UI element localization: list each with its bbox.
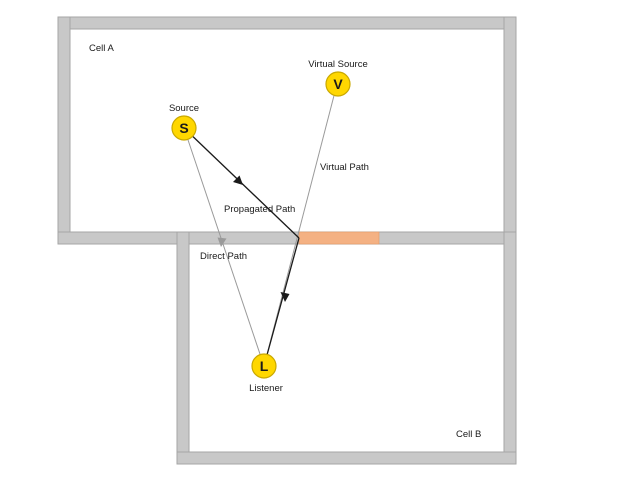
shared-wall xyxy=(57,231,517,245)
direct-path-arrow xyxy=(217,237,227,247)
portal-opening xyxy=(298,231,380,245)
virtual-source-letter: V xyxy=(333,76,343,92)
cell-b-right-wall xyxy=(503,231,517,465)
room-walls xyxy=(57,16,517,465)
listener-node: L Listener xyxy=(249,353,283,394)
direct-path-label: Direct Path xyxy=(200,251,247,262)
cell-a-left-wall xyxy=(57,16,71,245)
cell-a-top-wall xyxy=(57,16,517,30)
propagated-path-label: Propagated Path xyxy=(224,204,295,215)
source-circle xyxy=(171,115,197,141)
virtual-path-label: Virtual Path xyxy=(320,162,369,173)
propagated-path-arrow-2 xyxy=(280,292,290,302)
virtual-source-circle xyxy=(325,71,351,97)
virtual-path-line xyxy=(263,83,338,367)
direct-path-line xyxy=(183,127,265,367)
source-label: Source xyxy=(169,103,199,114)
virtual-source-label: Virtual Source xyxy=(308,59,368,70)
cell-a-right-wall xyxy=(503,16,517,245)
source-letter: S xyxy=(179,120,188,136)
listener-letter: L xyxy=(260,358,269,374)
paths xyxy=(183,83,338,367)
cell-b-bottom-wall xyxy=(176,451,517,465)
cell-a-label: Cell A xyxy=(89,43,114,54)
virtual-source-node: Virtual Source V xyxy=(308,59,368,97)
propagated-path-segment-2 xyxy=(263,237,300,367)
listener-label: Listener xyxy=(249,383,283,394)
listener-circle xyxy=(251,353,277,379)
cell-b-label: Cell B xyxy=(456,429,481,440)
cell-b-left-wall xyxy=(176,231,190,465)
source-node: Source S xyxy=(169,103,199,141)
propagated-path-arrow-1 xyxy=(233,175,243,185)
